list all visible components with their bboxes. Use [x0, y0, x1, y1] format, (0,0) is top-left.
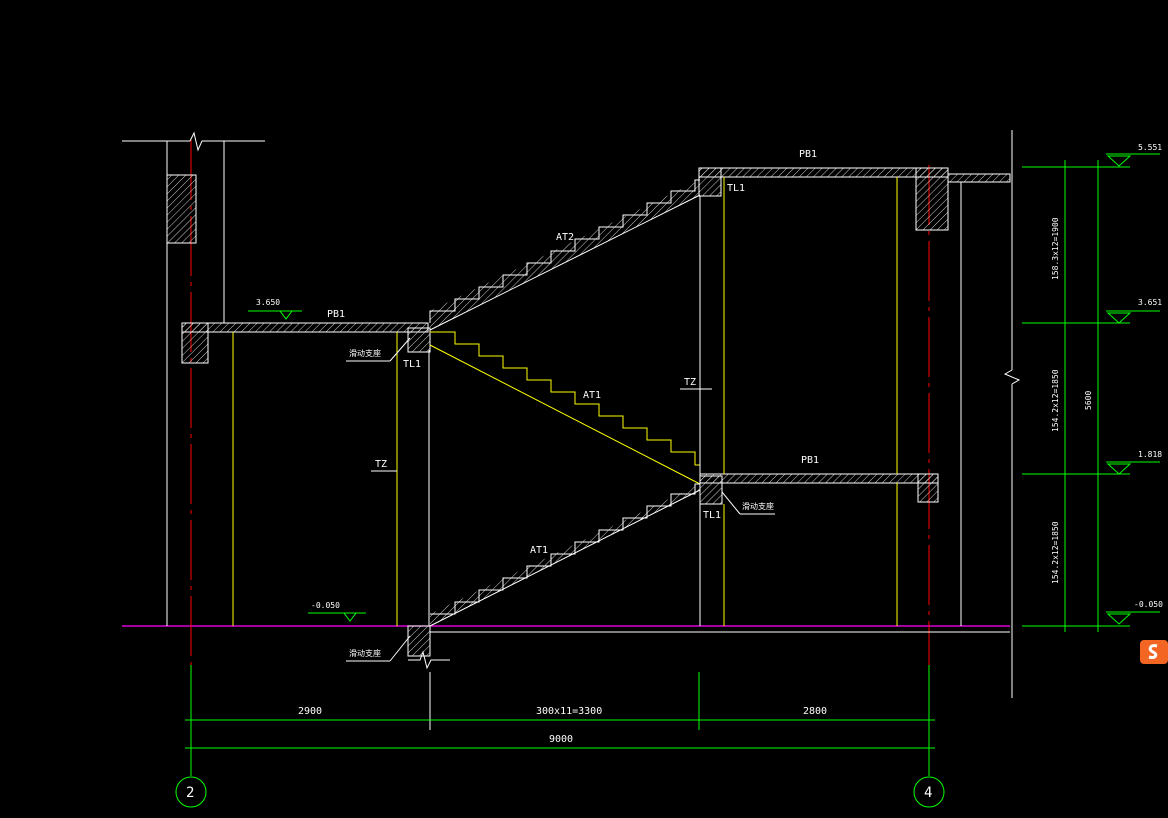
- vdim-total: 5600: [1084, 391, 1093, 410]
- vdim-upper: 158.3x12=1900: [1051, 217, 1060, 280]
- level-left-ground: -0.050: [311, 601, 340, 610]
- level-top: 5.551: [1138, 143, 1162, 152]
- tl1-beam-left: [407, 327, 431, 353]
- bottom-footing: [407, 625, 1010, 730]
- flight-at1-lower: [429, 483, 701, 627]
- left-tz-columns: [232, 332, 398, 626]
- label-tz-right: TZ: [684, 377, 696, 388]
- grid-bubble-right: [913, 776, 945, 808]
- label-pb1-upper: PB1: [799, 149, 817, 160]
- level-right-3: 1.818: [1138, 450, 1162, 459]
- grid-axis-right-label: 4: [924, 785, 932, 801]
- label-tl1-mid: TL1: [703, 510, 721, 521]
- grid-axis-left-label: 2: [186, 785, 194, 801]
- level-right-ground: -0.050: [1134, 600, 1163, 609]
- label-support-left: 滑动支座: [349, 348, 381, 358]
- leader-lines: [346, 337, 775, 662]
- level-right-2: 3.651: [1138, 298, 1162, 307]
- level-left: 3.650: [256, 298, 280, 307]
- right-tz-columns: [723, 177, 898, 626]
- grid-bubble-left: [175, 776, 207, 808]
- label-pb1-left: PB1: [327, 309, 345, 320]
- right-break-line: [1003, 130, 1021, 698]
- hdim-right: 2800: [803, 706, 827, 717]
- hdim-middle: 300x11=3300: [536, 706, 602, 717]
- label-tl1-upper: TL1: [727, 183, 745, 194]
- left-landing-slab: [181, 322, 429, 364]
- label-support-bottom: 滑动支座: [349, 648, 381, 658]
- hdim-left: 2900: [298, 706, 322, 717]
- label-tl1-left: TL1: [403, 359, 421, 370]
- ime-toolbar-icon[interactable]: [1140, 640, 1168, 664]
- label-tz-left: TZ: [375, 459, 387, 470]
- label-pb1-mid: PB1: [801, 455, 819, 466]
- flight-at2: [429, 179, 701, 331]
- hdim-total: 9000: [549, 734, 573, 745]
- label-at1-low: AT1: [530, 545, 548, 556]
- label-at1-mid: AT1: [583, 390, 601, 401]
- vertical-dimension-lines: [1022, 160, 1130, 632]
- level-markers: [248, 153, 1160, 625]
- flight-at1-middle: [429, 331, 701, 485]
- horizontal-dimension-lines: [185, 665, 935, 776]
- label-support-mid: 滑动支座: [742, 501, 774, 511]
- left-wall: [122, 131, 265, 626]
- label-at2: AT2: [556, 232, 574, 243]
- right-structure: [698, 167, 1011, 626]
- vdim-middle: 154.2x12=1850: [1051, 369, 1060, 432]
- vdim-lower: 154.2x12=1850: [1051, 521, 1060, 584]
